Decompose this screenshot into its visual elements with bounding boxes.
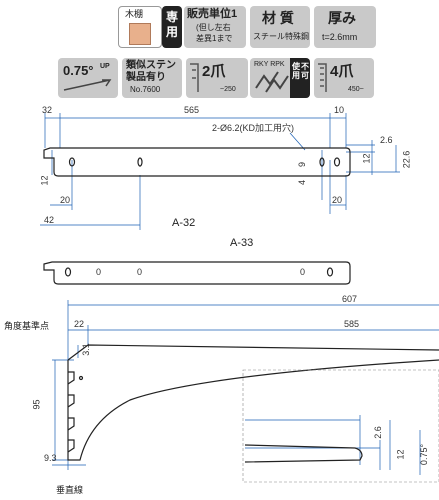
dim-565: 565 [184,105,200,115]
label-a33: A-33 [230,237,254,249]
dim-585: 585 [344,319,360,329]
exclusive-badge: 専用 [162,6,182,48]
detail-dim-12: 12 [395,449,406,460]
dim-9-3: 9.3 [44,453,57,463]
mark-0-left: 0 [96,267,102,277]
detail-angle: 0.75° [419,443,430,466]
mark-0-right: 0 [300,267,306,277]
dim-42: 42 [44,215,55,225]
material-title: 材 質 [262,10,294,26]
sales-unit-badge: 販売単位1 (但し左右 差異1まで [184,6,246,48]
bracket-shape-icon [190,63,199,92]
sales-unit-line2: (但し左右 [196,23,231,32]
thickness-title: 厚み [328,10,356,26]
angle-badge: 0.75° UP [58,58,118,98]
sales-unit-line1: 販売単位1 [187,8,238,20]
dim-2-6: 2.6 [380,135,393,145]
rail-shape-icon [255,71,289,93]
four-claws-badge: 4爪 450~ [314,58,374,98]
not-usable-mark [290,58,310,98]
dim-10: 10 [334,105,345,115]
mark-0-mid: 0 [137,267,143,277]
hole-note: 2-Ø6.2(KD加工用穴) [212,123,295,133]
dim-22-6: 22.6 [401,150,412,169]
bracket-4-shape-icon [318,63,327,92]
not-usable-line1: 使用 [292,62,300,80]
dim-607: 607 [342,294,358,304]
not-usable-tags: RKY RPK [254,61,285,68]
similar-line3: No.7600 [130,85,161,94]
four-claws-sub: 450~ [348,86,364,93]
similar-line1: 類似ステン [126,60,176,71]
thickness-value: t=2.6mm [322,32,358,42]
four-claws-label: 4爪 [330,63,354,80]
wood-shelf-badge: 木棚 [118,6,162,48]
wood-swatch [129,23,151,45]
vertical-line-label: 垂直線 [56,485,84,495]
exclusive-label: 専用 [166,10,179,39]
dim-95: 95 [31,399,42,410]
two-claws-sub: ~250 [220,86,236,93]
wood-label: 木棚 [125,9,144,19]
two-claws-badge: 2爪 ~250 [186,58,248,98]
angle-sup: UP [100,63,110,70]
material-badge: 材 質 スチール特殊鋼 [250,6,310,48]
dim-20-left: 20 [60,195,71,205]
ref-point-label: 角度基準点 [4,321,50,331]
similar-product-badge: 類似ステン 製品有り No.7600 [122,58,182,98]
dim-20-right: 20 [332,195,343,205]
not-usable-badge: RKY RPK 使用 不可 [250,58,310,98]
dim-32: 32 [42,105,53,115]
material-value: スチール特殊鋼 [253,32,309,41]
dim-3-1: 3.1 [80,343,91,356]
two-claws-label: 2爪 [202,63,226,80]
dim-4: 4 [297,179,308,186]
not-usable-line2: 不可 [301,62,309,80]
dim-12-left: 12 [39,175,50,186]
angle-glyph-icon [63,79,112,91]
angle-value: 0.75° [63,63,94,78]
label-a32: A-32 [172,217,196,229]
dim-22: 22 [74,319,85,329]
similar-line2: 製品有り [126,72,166,83]
sales-unit-line3: 差異1まで [196,34,233,43]
dim-12-right: 12 [361,153,372,164]
dim-9: 9 [297,161,308,168]
thickness-badge: 厚み t=2.6mm [314,6,376,48]
detail-dim-2-6: 2.6 [372,426,383,439]
